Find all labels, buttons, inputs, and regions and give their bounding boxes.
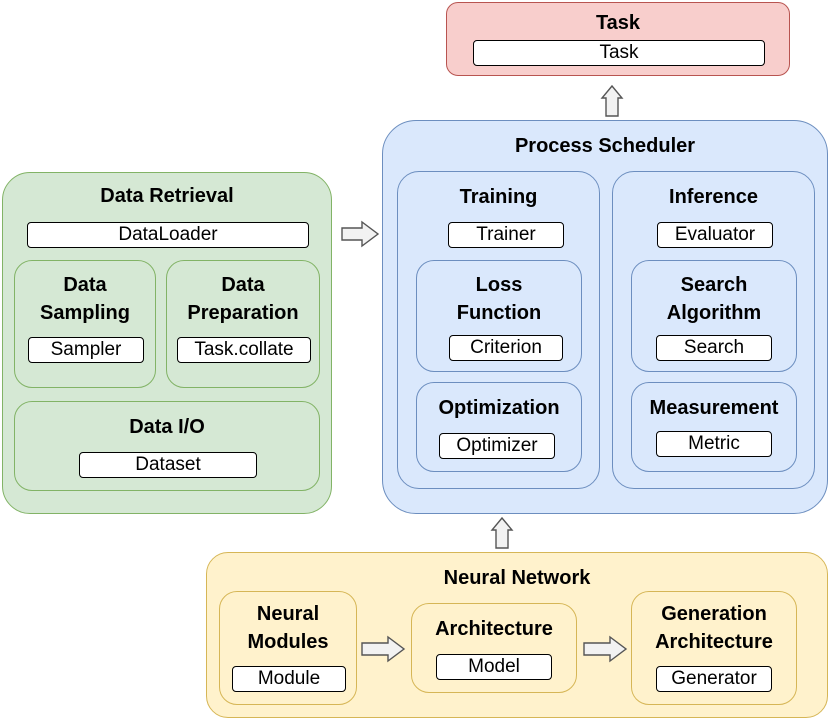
generation-architecture-title-1: Generation [661, 603, 767, 625]
neural-network-box: Neural Network Neural Modules Module Arc… [206, 552, 828, 718]
architecture-title: Architecture [435, 618, 553, 640]
dataset-chip: Dataset [79, 452, 257, 478]
data-retrieval-box: Data Retrieval DataLoader Data Sampling … [2, 172, 332, 514]
search-chip: Search [656, 335, 772, 361]
metric-chip: Metric [656, 431, 772, 457]
data-sampling-title-1: Data [63, 274, 107, 296]
arrow-network-to-scheduler [490, 516, 514, 549]
measurement-box: Measurement Metric [631, 382, 797, 472]
loss-function-box: Loss Function Criterion [416, 260, 582, 372]
arrow-modules-to-architecture [361, 635, 406, 663]
task-chip: Task [473, 40, 765, 66]
neural-modules-title-2: Modules [247, 631, 329, 653]
trainer-chip: Trainer [448, 222, 564, 248]
search-algorithm-title-1: Search [680, 274, 748, 296]
process-scheduler-title: Process Scheduler [514, 135, 696, 157]
training-title: Training [459, 186, 538, 208]
arrow-retrieval-to-scheduler [341, 220, 380, 248]
sampler-chip: Sampler [28, 337, 144, 363]
optimizer-chip: Optimizer [439, 433, 555, 459]
task-title: Task [595, 12, 641, 34]
loss-function-title-1: Loss [475, 274, 523, 296]
data-retrieval-title: Data Retrieval [100, 185, 234, 207]
data-preparation-title-1: Data [221, 274, 265, 296]
search-algorithm-title-2: Algorithm [666, 302, 762, 324]
generation-architecture-box: Generation Architecture Generator [631, 591, 797, 705]
data-sampling-box: Data Sampling Sampler [14, 260, 156, 388]
measurement-title: Measurement [649, 397, 779, 419]
model-chip: Model [436, 654, 552, 680]
optimization-title: Optimization [438, 397, 560, 419]
training-box: Training Trainer Loss Function Criterion… [397, 171, 600, 489]
search-algorithm-box: Search Algorithm Search [631, 260, 797, 372]
dataloader-chip: DataLoader [27, 222, 309, 248]
neural-network-title: Neural Network [443, 567, 591, 589]
arrow-architecture-to-generation [583, 635, 628, 663]
data-io-box: Data I/O Dataset [14, 401, 320, 491]
data-sampling-title-2: Sampling [39, 302, 130, 324]
criterion-chip: Criterion [449, 335, 563, 361]
data-preparation-box: Data Preparation Task.collate [166, 260, 320, 388]
evaluator-chip: Evaluator [657, 222, 773, 248]
inference-box: Inference Evaluator Search Algorithm Sea… [612, 171, 815, 489]
data-io-title: Data I/O [129, 416, 205, 438]
optimization-box: Optimization Optimizer [416, 382, 582, 472]
neural-modules-box: Neural Modules Module [219, 591, 357, 705]
loss-function-title-2: Function [456, 302, 542, 324]
module-chip: Module [232, 666, 346, 692]
generator-chip: Generator [656, 666, 772, 692]
task-collate-chip: Task.collate [177, 337, 311, 363]
inference-title: Inference [669, 186, 758, 208]
task-box: Task Task [446, 2, 790, 76]
neural-modules-title-1: Neural [256, 603, 320, 625]
architecture-box: Architecture Model [411, 603, 577, 693]
process-scheduler-box: Process Scheduler Training Trainer Loss … [382, 120, 828, 514]
data-preparation-title-2: Preparation [187, 302, 299, 324]
generation-architecture-title-2: Architecture [655, 631, 773, 653]
arrow-scheduler-to-task [600, 84, 624, 117]
